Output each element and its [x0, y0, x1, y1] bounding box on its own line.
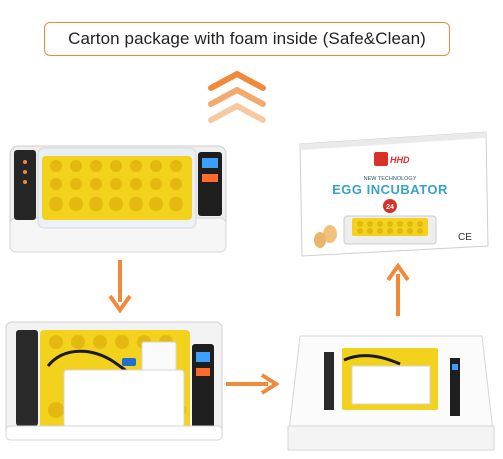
arrow-up-icon	[386, 262, 410, 316]
incubator-with-foam-image	[5, 321, 223, 441]
foam-box-image	[287, 335, 495, 451]
package-banner: Carton package with foam inside (Safe&Cl…	[44, 22, 450, 56]
brand-logo	[374, 152, 388, 166]
incubator-image	[9, 145, 227, 253]
banner-text: Carton package with foam inside (Safe&Cl…	[68, 29, 426, 48]
product-box-image: HHD NEW TECHNOLOGY EGG INCUBATOR 24 CE	[299, 131, 489, 257]
box-subtitle: NEW TECHNOLOGY	[364, 176, 417, 182]
arrow-down-icon	[108, 260, 132, 314]
ce-mark: CE	[458, 232, 472, 243]
arrow-right-icon	[226, 373, 280, 395]
capacity-badge	[383, 199, 397, 213]
box-title: EGG INCUBATOR	[332, 182, 448, 197]
chevron-up-icon	[208, 70, 266, 123]
brand-name: HHD	[390, 155, 410, 165]
capacity-number: 24	[386, 204, 394, 211]
